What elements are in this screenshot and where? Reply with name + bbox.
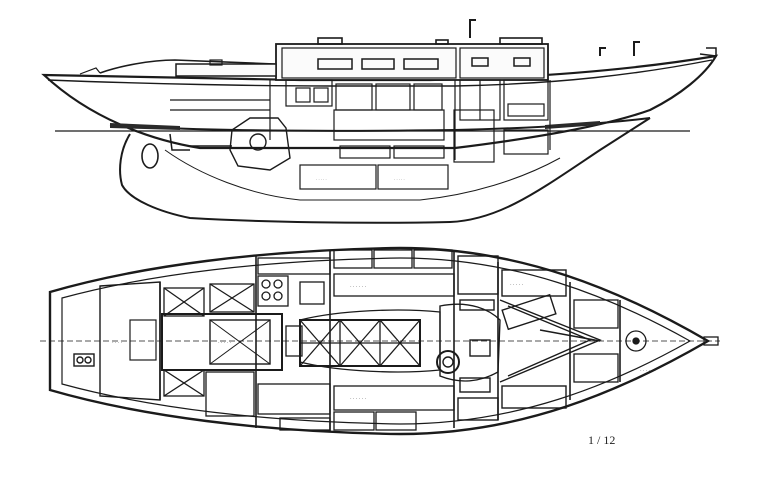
forepeak xyxy=(499,269,602,409)
faint-mark: 1 / 12 xyxy=(588,433,615,447)
porthole xyxy=(317,58,353,70)
stern-fitting xyxy=(73,353,95,367)
svg-text:· · · · ·: · · · · · xyxy=(218,341,232,346)
interior-joinery xyxy=(170,79,551,190)
bow-pulpit xyxy=(699,47,717,57)
svg-text:· · · · · ·: · · · · · · xyxy=(350,285,367,290)
vent xyxy=(599,47,606,56)
bow-fitting xyxy=(703,336,719,346)
rudder-post xyxy=(169,133,190,151)
boot-top-band xyxy=(110,123,180,130)
engine xyxy=(190,117,291,171)
mast-area xyxy=(436,255,501,421)
profile-tiny-label: · · · · · xyxy=(316,177,327,182)
profile-view: · · · · · · · · · · xyxy=(41,19,719,224)
coachroof xyxy=(275,43,549,81)
porthole xyxy=(403,58,439,70)
porthole xyxy=(361,58,395,70)
mast xyxy=(436,350,460,374)
svg-text:· · · · · ·: · · · · · · xyxy=(640,369,657,374)
sheer-line xyxy=(47,59,713,87)
vent xyxy=(633,41,640,56)
propeller xyxy=(141,143,159,169)
anchor-hawse xyxy=(625,330,647,352)
keel-outline xyxy=(119,117,651,224)
profile-tiny-label: · · · · · xyxy=(394,177,405,182)
cockpit-coaming xyxy=(99,59,276,74)
svg-text:· · · · · ·: · · · · · · xyxy=(350,397,367,402)
svg-text:· · · · ·: · · · · · xyxy=(510,283,524,288)
keel-inner-line xyxy=(164,149,561,201)
porthole xyxy=(513,57,531,67)
plan-view: · · · · · · · · · · · · · · · · · · · · … xyxy=(40,246,720,436)
doghouse-outline xyxy=(161,313,283,371)
vent xyxy=(469,19,476,38)
plan-annotations: · · · · · · · · · · · · · · · · · · · · … xyxy=(112,283,657,402)
porthole xyxy=(471,57,489,67)
hull-plan-outline xyxy=(48,246,711,436)
saloon xyxy=(299,249,455,431)
svg-text:· · · ·: · · · · xyxy=(112,341,123,346)
